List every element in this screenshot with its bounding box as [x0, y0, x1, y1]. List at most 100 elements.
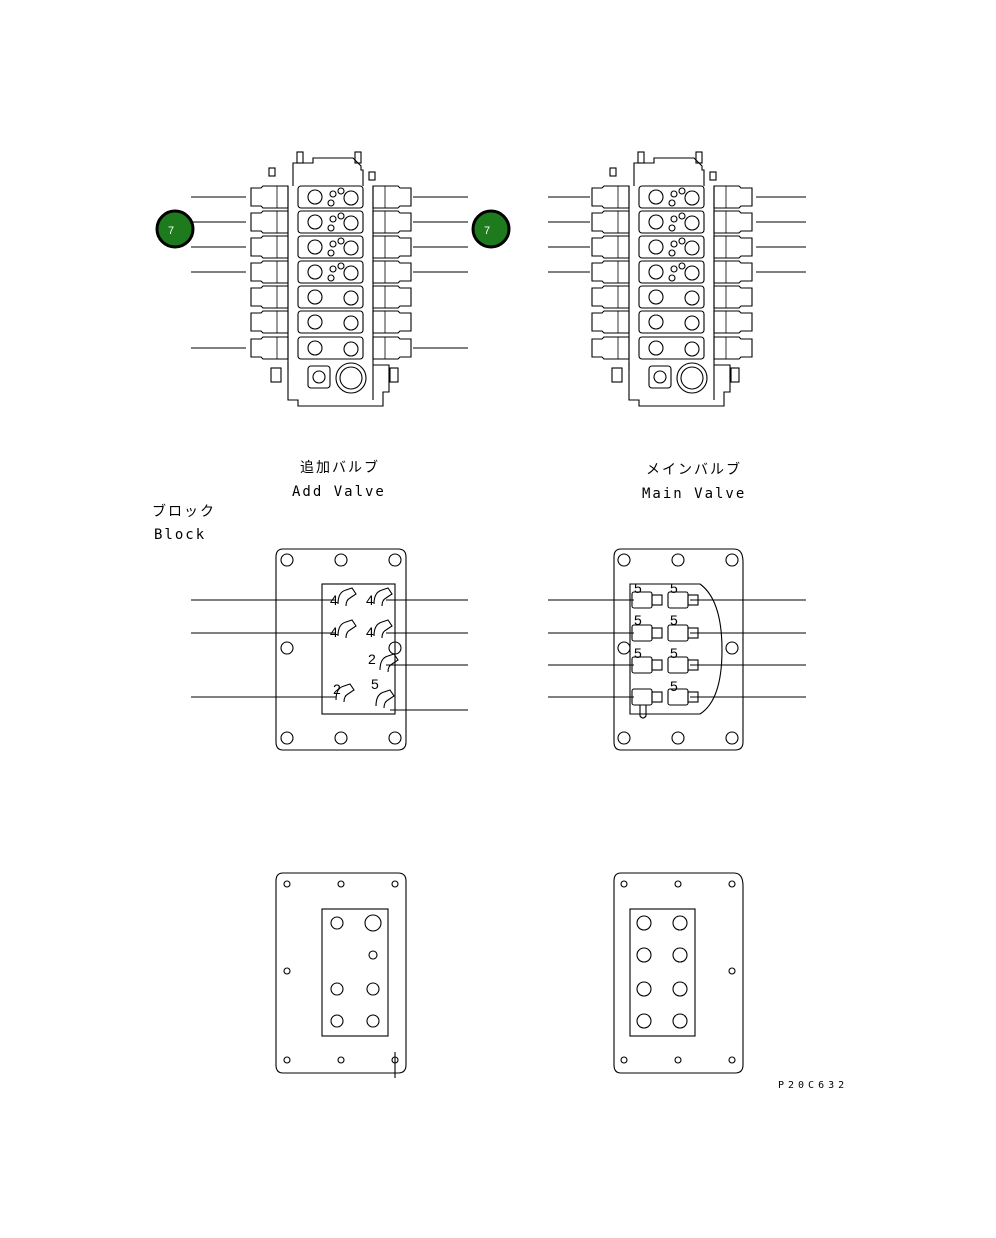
pilot-port [337, 187, 345, 195]
spool-cap-left [591, 336, 630, 360]
pilot-port [329, 190, 337, 198]
port [307, 189, 323, 205]
port [684, 290, 700, 306]
port-hole [672, 915, 688, 931]
port [307, 314, 323, 330]
mounting-hole [728, 880, 736, 888]
pilot-port [670, 240, 678, 248]
port-hole [330, 1014, 344, 1028]
spool-cap-right [372, 185, 412, 209]
callout-7-right[interactable]: 7 [471, 209, 511, 249]
pilot-port [327, 249, 335, 257]
pilot-port [678, 237, 686, 245]
mounting-hole [280, 641, 294, 655]
inlet-block [307, 365, 331, 389]
port-hole [636, 1013, 652, 1029]
add-valve-plate-drawing [275, 872, 407, 1078]
fitting-number: 4 [330, 592, 338, 608]
pilot-port [668, 249, 676, 257]
valve-section [638, 336, 705, 360]
mounting-hole [671, 731, 685, 745]
bolt-head [389, 367, 399, 383]
main-valve-leaders [548, 196, 806, 273]
port [684, 341, 700, 357]
mounting-hole [728, 967, 736, 975]
spool-cap-left [591, 185, 630, 209]
pilot-port [668, 199, 676, 207]
valve-section [297, 336, 364, 360]
inlet-section [287, 362, 390, 407]
fitting-number: 5 [670, 612, 678, 628]
fitting-nut [651, 659, 663, 671]
port-hole [366, 1014, 380, 1028]
bolt-head [730, 367, 740, 383]
bolt-head [368, 171, 376, 181]
pilot-port [668, 224, 676, 232]
mounting-hole [388, 641, 402, 655]
port [307, 340, 323, 356]
mounting-hole [674, 880, 682, 888]
mounting-hole [283, 880, 291, 888]
block-label-en: Block [154, 527, 206, 543]
mounting-hole [334, 553, 348, 567]
valve-section [638, 185, 705, 209]
main-valve-label-jp: メインバルブ [646, 461, 742, 478]
spool-cap-right [713, 310, 753, 334]
spool-cap-left [591, 210, 630, 234]
pilot-port [668, 274, 676, 282]
pilot-port [678, 187, 686, 195]
port [343, 265, 359, 281]
spool-cap-right [372, 336, 412, 360]
port [648, 239, 664, 255]
spool-cap-left [591, 235, 630, 259]
pilot-port [327, 274, 335, 282]
callout-7-left[interactable]: 7 [155, 209, 195, 249]
mounting-hole [391, 880, 399, 888]
bolt-head [609, 167, 617, 177]
port-hole [672, 1013, 688, 1029]
spool-cap-right [713, 210, 753, 234]
fitting-number: 5 [634, 580, 642, 596]
drawing-code: P20C632 [778, 1080, 848, 1091]
port-hole [330, 916, 344, 930]
elbow-fitting [379, 653, 399, 673]
spool-cap-right [713, 285, 753, 309]
fitting-number: 5 [670, 645, 678, 661]
port [648, 314, 664, 330]
spool-cap-left [250, 260, 289, 284]
spool-cap-left [591, 260, 630, 284]
pilot-port [329, 215, 337, 223]
mounting-hole [337, 1056, 345, 1064]
spool-cap-right [713, 235, 753, 259]
bolt-head [354, 151, 362, 164]
elbow-fitting [337, 587, 357, 607]
port [648, 214, 664, 230]
valve-section [297, 310, 364, 334]
pilot-port [670, 215, 678, 223]
port [684, 315, 700, 331]
bolt-head [637, 151, 645, 164]
pilot-port [327, 224, 335, 232]
spool-cap-right [713, 260, 753, 284]
elbow-fitting [337, 619, 357, 639]
mounting-hole [674, 1056, 682, 1064]
spool-cap-right [372, 235, 412, 259]
fitting-number: 5 [371, 676, 379, 692]
elbow-fitting [335, 683, 355, 703]
port-hole [366, 982, 380, 996]
valve-section [297, 210, 364, 234]
valve-section [638, 210, 705, 234]
port [307, 239, 323, 255]
port [307, 289, 323, 305]
fitting-number: 5 [634, 645, 642, 661]
valve-section [297, 260, 364, 284]
mounting-hole [617, 641, 631, 655]
spool-cap-right [713, 336, 753, 360]
valve-section [638, 260, 705, 284]
main-block-leaders [548, 599, 806, 698]
callout-number: 7 [168, 225, 174, 237]
inlet-port [312, 370, 326, 384]
mounting-hole [334, 731, 348, 745]
port [343, 240, 359, 256]
